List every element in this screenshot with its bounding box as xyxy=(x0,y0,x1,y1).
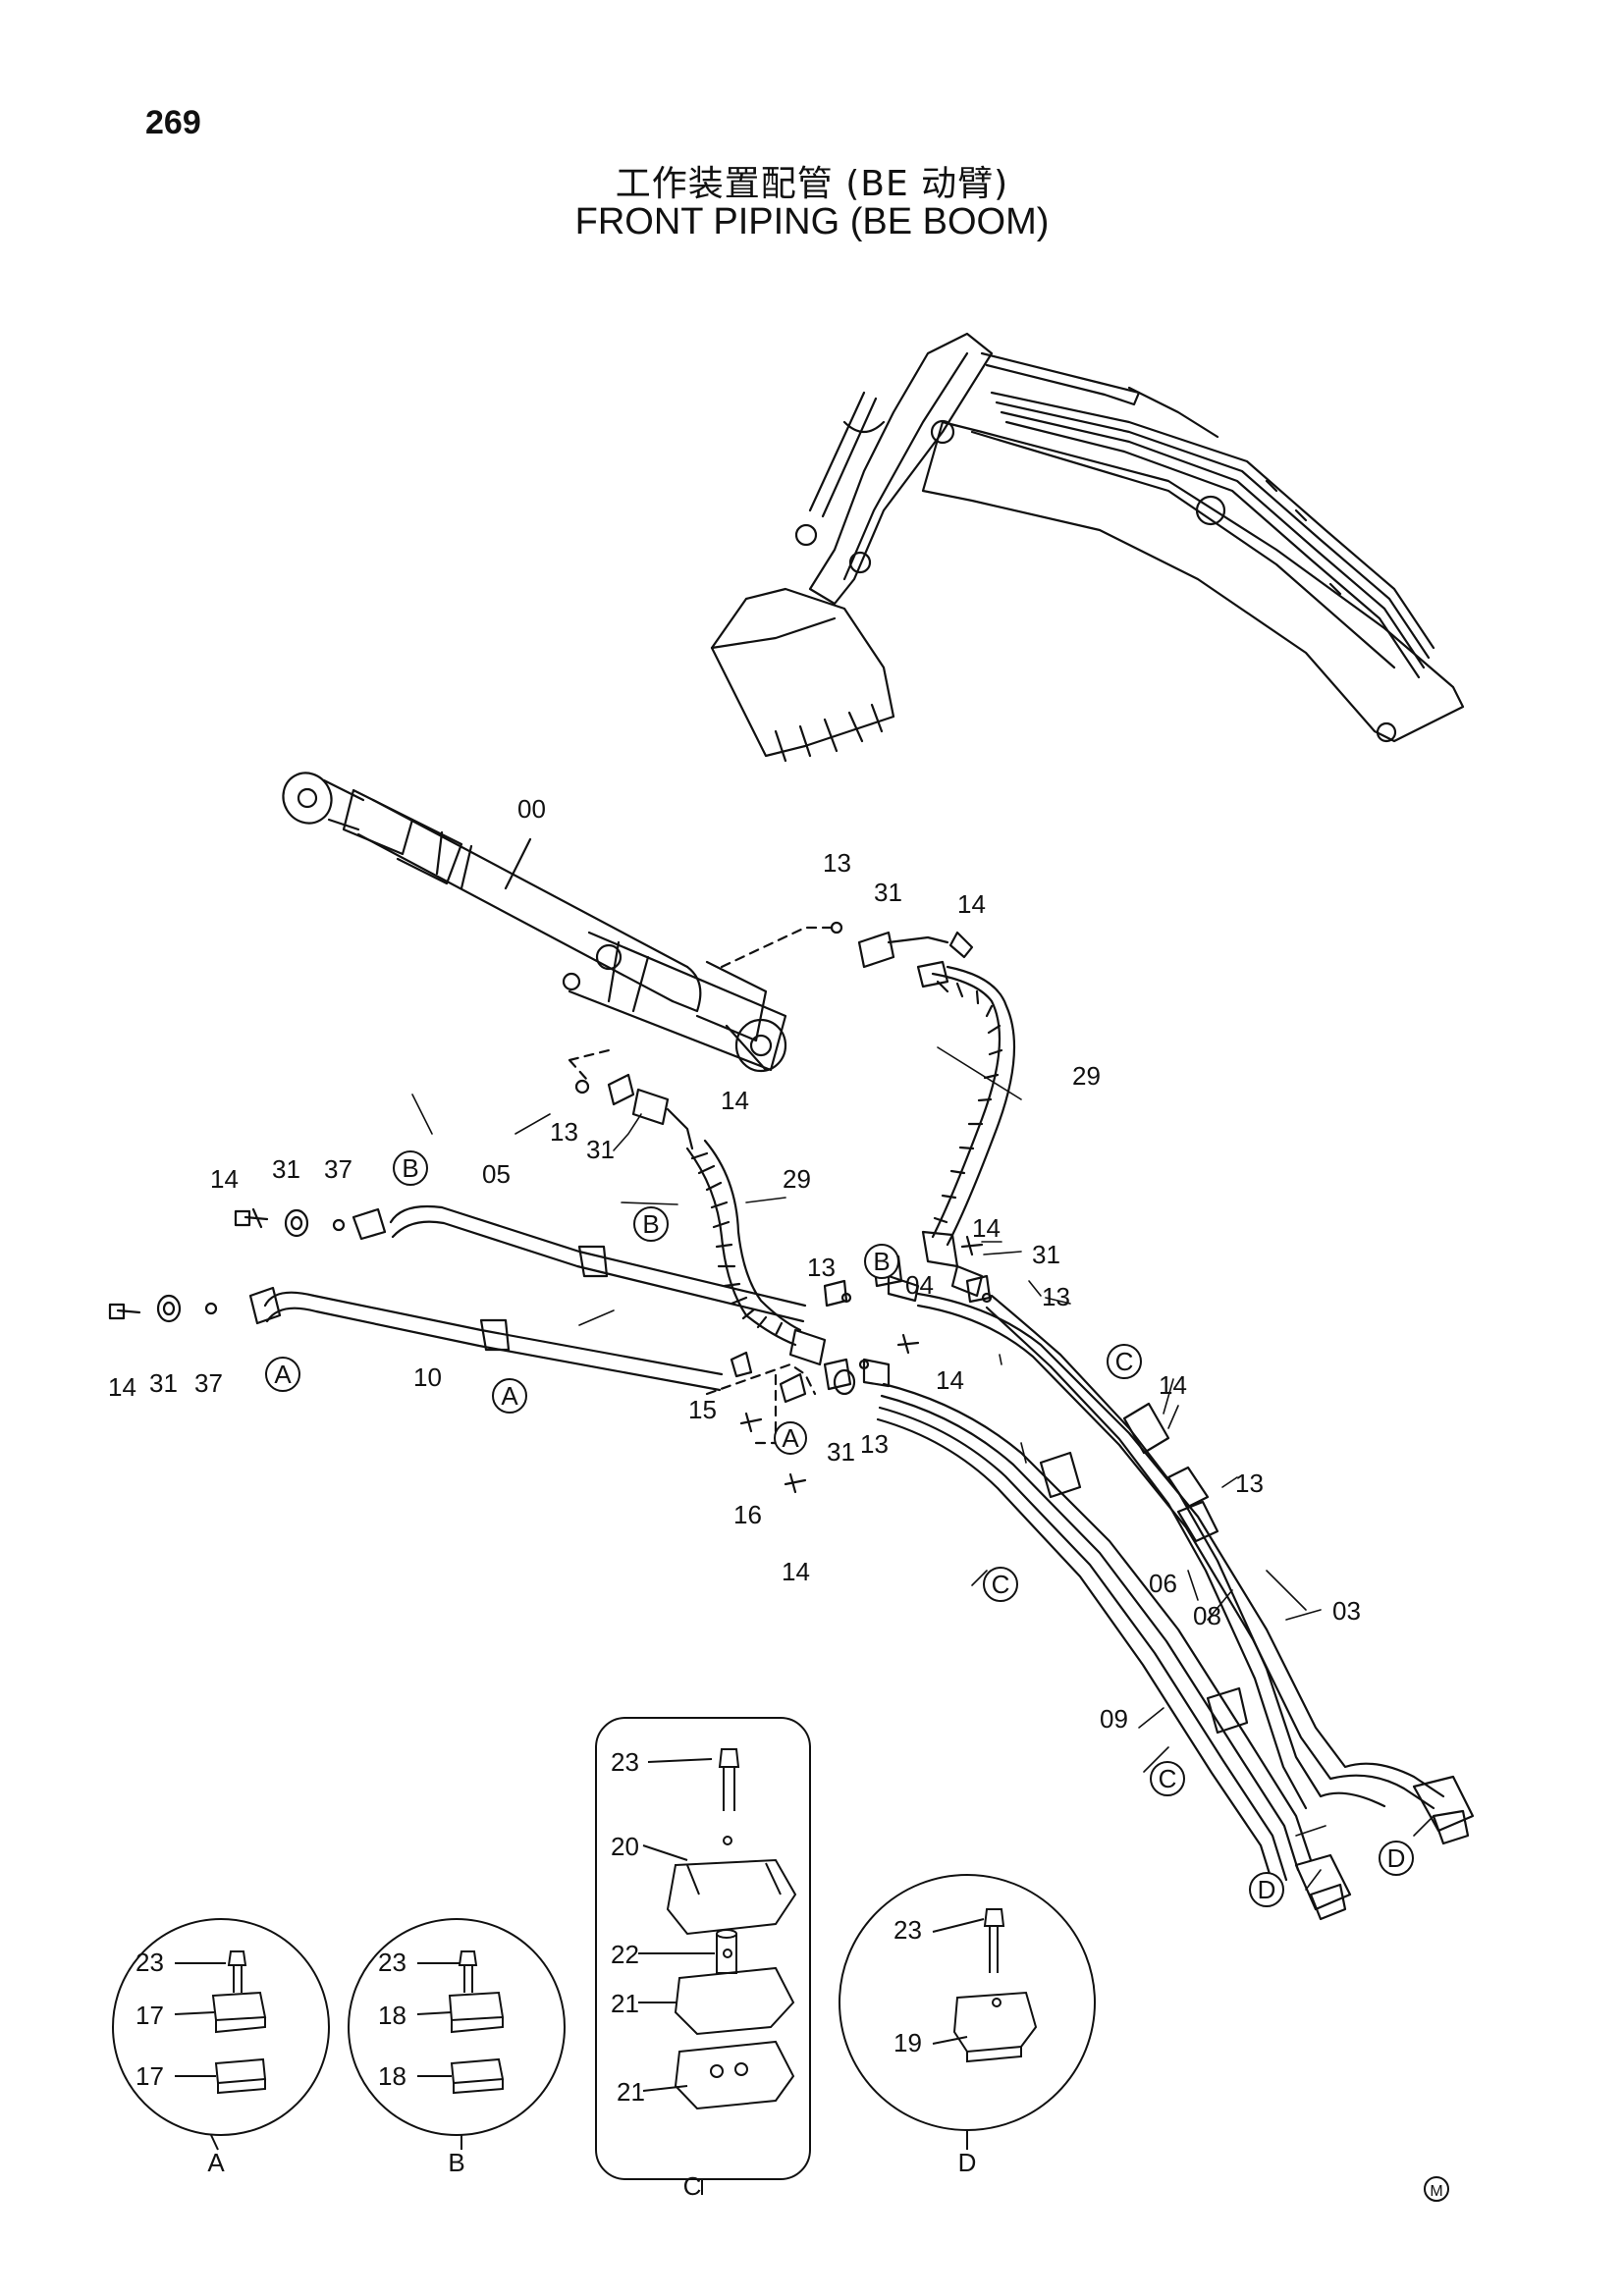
detail-a-label-17-a: 17 xyxy=(135,2001,164,2030)
label-16: 16 xyxy=(733,1500,762,1529)
pipe-05 xyxy=(352,1204,807,1323)
pipes-06-09 xyxy=(876,1382,1313,1892)
label-09: 09 xyxy=(1100,1704,1128,1734)
detail-b: 23 18 18 B xyxy=(348,1918,566,2177)
label-14-e: 14 xyxy=(108,1372,136,1402)
label-13-f: 13 xyxy=(1235,1468,1264,1498)
title-chinese: 工作装置配管 (BE 动臂) xyxy=(615,164,1009,204)
fittings-left xyxy=(108,1207,346,1323)
label-00: 00 xyxy=(517,794,546,824)
detail-d-label-23: 23 xyxy=(893,1915,922,1945)
detail-b-title: B xyxy=(448,2148,464,2177)
mark-letter: M xyxy=(1430,2183,1442,2200)
callout-circles xyxy=(265,1150,1414,1907)
label-10: 10 xyxy=(413,1362,442,1392)
label-14-h: 14 xyxy=(782,1557,810,1586)
callout-a-3: A xyxy=(782,1423,799,1453)
label-14-g: 14 xyxy=(1159,1370,1187,1400)
label-14-c: 14 xyxy=(210,1164,239,1194)
callout-b-1: B xyxy=(402,1153,418,1183)
label-14-a: 14 xyxy=(957,889,986,919)
callout-b-2: B xyxy=(642,1209,659,1239)
label-15: 15 xyxy=(688,1395,717,1424)
label-14-b: 14 xyxy=(721,1086,749,1115)
label-31-b: 31 xyxy=(586,1135,615,1164)
label-37-b: 37 xyxy=(194,1368,223,1398)
label-05: 05 xyxy=(482,1159,511,1189)
detail-d-title: D xyxy=(958,2148,977,2177)
detail-a-label-23: 23 xyxy=(135,1948,164,1977)
label-03: 03 xyxy=(1332,1596,1361,1626)
page-number: 269 xyxy=(145,104,201,141)
label-37-a: 37 xyxy=(324,1154,352,1184)
label-04: 04 xyxy=(905,1270,934,1300)
detail-c-label-22: 22 xyxy=(611,1940,639,1969)
circled-m-mark: M xyxy=(1424,2176,1449,2202)
pipe-ends xyxy=(1294,1775,1475,1921)
detail-c-label-21-a: 21 xyxy=(611,1989,639,2018)
label-31-c: 31 xyxy=(272,1154,300,1184)
label-31-f: 31 xyxy=(827,1437,855,1467)
label-13-b: 13 xyxy=(550,1117,578,1147)
detail-c-label-20: 20 xyxy=(611,1832,639,1861)
detail-c: 23 20 22 21 21 C xyxy=(595,1717,811,2201)
label-29-a: 29 xyxy=(1072,1061,1101,1091)
callout-c-2: C xyxy=(992,1570,1010,1599)
callout-c-1: C xyxy=(1115,1347,1134,1376)
detail-a-title: A xyxy=(207,2148,225,2177)
detail-b-label-18-a: 18 xyxy=(378,2001,406,2030)
label-29-b: 29 xyxy=(783,1164,811,1194)
callout-b-3: B xyxy=(873,1247,890,1276)
detail-d: 23 19 D xyxy=(839,1874,1096,2177)
label-06: 06 xyxy=(1149,1569,1177,1598)
label-31-d: 31 xyxy=(1032,1240,1060,1269)
detail-a: 23 17 17 A xyxy=(112,1918,330,2177)
label-31-e: 31 xyxy=(149,1368,178,1398)
label-14-d: 14 xyxy=(972,1213,1001,1243)
label-14-f: 14 xyxy=(936,1365,964,1395)
label-31-a: 31 xyxy=(874,878,902,907)
callout-c-3: C xyxy=(1159,1764,1177,1793)
detail-c-title: C xyxy=(683,2171,702,2201)
pipes-03-04-08 xyxy=(916,1292,1445,1810)
pipe-10 xyxy=(248,1286,724,1392)
part-labels: 00 13 31 14 29 14 13 31 29 14 31 37 05 1… xyxy=(108,794,1361,1734)
callout-a-2: A xyxy=(501,1381,518,1411)
callout-letters: B B A A B A C C C D D xyxy=(274,1153,1405,1904)
callout-a-1: A xyxy=(274,1360,292,1389)
leader-lines xyxy=(411,1046,1435,1891)
label-13-c: 13 xyxy=(1042,1282,1070,1311)
detail-c-label-23: 23 xyxy=(611,1747,639,1777)
detail-b-label-23: 23 xyxy=(378,1948,406,1977)
hose-29-lower xyxy=(574,1073,827,1366)
label-08: 08 xyxy=(1193,1601,1221,1630)
detail-c-label-21-b: 21 xyxy=(617,2077,645,2107)
title-english: FRONT PIPING (BE BOOM) xyxy=(574,201,1050,242)
label-13-e: 13 xyxy=(860,1429,889,1459)
label-13-d: 13 xyxy=(807,1253,836,1282)
callout-d-1: D xyxy=(1258,1875,1276,1904)
boom-cylinder xyxy=(282,772,787,1073)
hose-29-upper xyxy=(830,921,1016,1298)
detail-a-label-17-b: 17 xyxy=(135,2061,164,2091)
label-13-a: 13 xyxy=(823,848,851,878)
detail-b-label-18-b: 18 xyxy=(378,2061,406,2091)
callout-d-2: D xyxy=(1387,1843,1406,1873)
excavator-front-illustration xyxy=(710,332,1465,763)
detail-d-label-19: 19 xyxy=(893,2028,922,2057)
